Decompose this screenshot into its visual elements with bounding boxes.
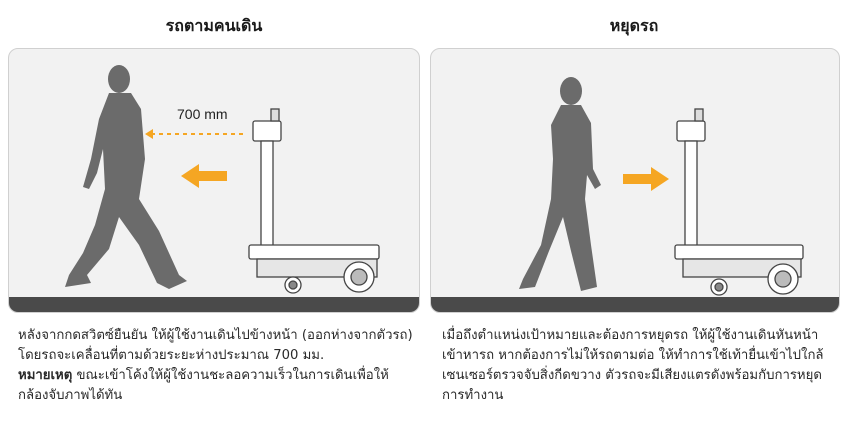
stop-instructions: เมื่อถึงตำแหน่งเป้าหมายและต้องการหยุดรถ …	[442, 328, 824, 403]
distance-label: 700 mm	[177, 106, 228, 122]
walking-person-icon	[519, 77, 601, 291]
left-title: รถตามคนเดิน	[165, 16, 263, 35]
walking-person-icon	[65, 65, 187, 289]
direction-arrow-left-icon	[181, 164, 227, 188]
robot-cart-icon	[674, 108, 804, 296]
follow-mode-illustration: 700 mm	[8, 48, 420, 313]
stop-mode-illustration	[430, 48, 840, 313]
direction-arrow-right-icon	[623, 167, 669, 191]
right-title: หยุดรถ	[609, 16, 659, 35]
left-description: หลังจากกดสวิตซ์ยืนยัน ให้ผู้ใช้งานเดินไป…	[18, 326, 416, 406]
right-description: เมื่อถึงตำแหน่งเป้าหมายและต้องการหยุดรถ …	[442, 326, 838, 406]
note-label: หมายเหตุ	[18, 368, 73, 383]
floor	[9, 297, 419, 312]
follow-note: หมายเหตุ ขณะเข้าโค้งให้ผู้ใช้งานชะลอความ…	[18, 366, 416, 406]
floor	[431, 297, 839, 312]
note-text: ขณะเข้าโค้งให้ผู้ใช้งานชะลอความเร็วในการ…	[18, 368, 389, 403]
robot-cart-icon	[248, 108, 380, 294]
distance-arrowhead-left	[145, 129, 153, 139]
follow-instructions: หลังจากกดสวิตซ์ยืนยัน ให้ผู้ใช้งานเดินไป…	[18, 328, 413, 363]
